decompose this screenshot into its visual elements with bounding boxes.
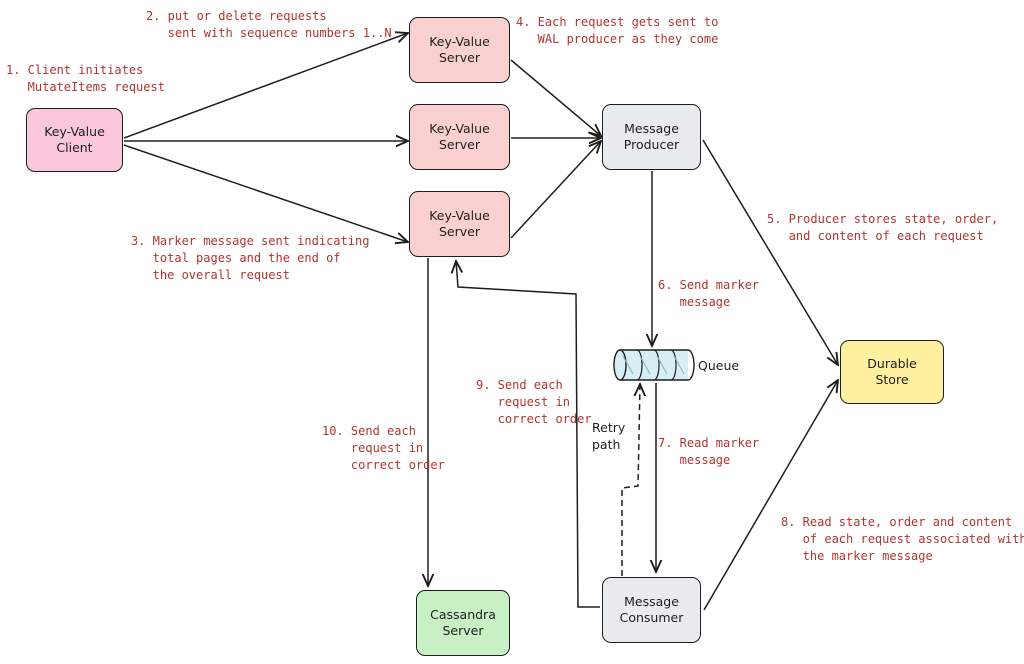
step-5-note: 5. Producer stores state, order, and con… [767, 212, 999, 243]
key-value-server-top-label: Key-Value Server [429, 34, 490, 65]
arrow-client-to-server-bot [123, 144, 408, 242]
key-value-server-mid-label: Key-Value Server [429, 121, 490, 152]
step-4-note: 4. Each request gets sent to WAL produce… [516, 15, 719, 46]
arrow-retry-path [621, 384, 640, 576]
cassandra-server-label: Cassandra Server [430, 607, 496, 638]
key-value-client-label: Key-Value Client [44, 124, 105, 155]
arrow-consumer-to-store [703, 380, 838, 611]
queue-icon [613, 349, 695, 381]
arrow-server-top-to-producer [510, 59, 601, 136]
arrow-producer-to-store [702, 139, 838, 365]
step-1-note: 1. Client initiates MutateItems request [6, 63, 165, 94]
message-consumer-node: Message Consumer [602, 577, 701, 643]
key-value-server-bot-label: Key-Value Server [429, 208, 490, 239]
step-2-note: 2. put or delete requests sent with sequ… [146, 9, 392, 40]
cassandra-server-node: Cassandra Server [416, 590, 510, 656]
retry-path-label: Retry path [592, 420, 626, 452]
durable-store-label: Durable Store [867, 356, 917, 387]
arrow-client-to-server-top [123, 33, 408, 139]
key-value-server-mid-node: Key-Value Server [409, 104, 510, 170]
queue-label: Queue [698, 358, 740, 373]
step-6-note: 6. Send marker message [658, 278, 760, 309]
key-value-server-top-node: Key-Value Server [409, 17, 510, 83]
key-value-client-node: Key-Value Client [26, 108, 123, 172]
step-7-note: 7. Read marker message [658, 436, 760, 467]
step-10-note: 10. Send each request in correct order [322, 424, 445, 472]
arrow-consumer-to-server-bot [456, 261, 600, 608]
message-producer-label: Message Producer [623, 121, 680, 152]
step-8-note: 8. Read state, order and content of each… [781, 515, 1024, 563]
key-value-server-bot-node: Key-Value Server [409, 191, 510, 257]
step-3-note: 3. Marker message sent indicating total … [131, 234, 370, 282]
message-consumer-label: Message Consumer [619, 594, 684, 625]
durable-store-node: Durable Store [840, 340, 944, 404]
message-producer-node: Message Producer [602, 104, 701, 170]
arrow-server-bot-to-producer [510, 141, 601, 239]
step-9-note: 9. Send each request in correct order [476, 378, 592, 426]
